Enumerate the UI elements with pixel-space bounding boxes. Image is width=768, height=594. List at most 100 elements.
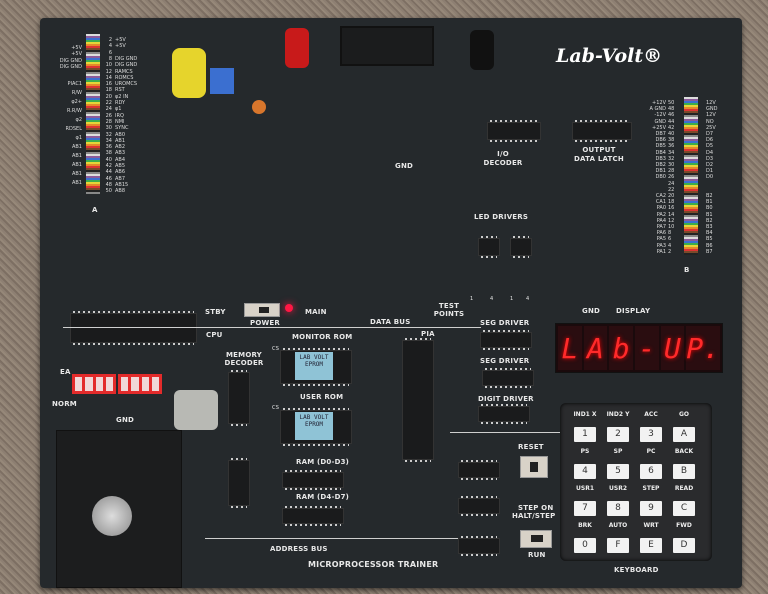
pin-number: 8	[108, 55, 112, 62]
pin-signal-left: +5V	[71, 51, 82, 58]
power-led	[285, 304, 293, 312]
key-f[interactable]: F	[607, 538, 629, 553]
address-bus-label: ADDRESS BUS	[270, 545, 328, 553]
black-ground-jack[interactable]	[470, 30, 494, 70]
pin-number: 40	[668, 131, 675, 137]
pin-signal: DB3	[655, 155, 666, 162]
pin-signal: PA6	[656, 230, 666, 237]
power-switch[interactable]	[244, 303, 280, 317]
key-function-label: USR2	[609, 485, 627, 492]
key-5[interactable]: 5	[607, 464, 629, 479]
stby-label: STBY	[205, 308, 226, 316]
pin-signal: DB4	[655, 149, 666, 156]
pin-number: 22	[668, 186, 675, 193]
key-8[interactable]: 8	[607, 501, 629, 516]
pin-number: 50	[668, 100, 675, 106]
pin-number: 32	[105, 131, 112, 138]
cpu-label: CPU	[206, 331, 223, 339]
key-e[interactable]: E	[640, 538, 662, 553]
pin-signal: CA1	[655, 199, 666, 206]
gnd-display-label: GND	[582, 307, 601, 315]
user-rom-label: USER ROM	[300, 393, 344, 401]
pin-signal: PA3	[656, 242, 666, 249]
monitor-rom-label: MONITOR ROM	[292, 333, 353, 341]
run-label: RUN	[528, 551, 546, 559]
power-label: POWER	[250, 319, 280, 327]
keylock[interactable]	[92, 496, 132, 536]
test-point-4a: 4	[490, 296, 494, 302]
crystal-component	[174, 390, 218, 430]
pin-signal-left: DIG GND	[59, 63, 82, 70]
pin-signal: PA2	[656, 211, 666, 218]
key-2[interactable]: 2	[607, 427, 629, 442]
pin-signal-right: B3	[706, 224, 713, 230]
key-function-label: IND2 Y	[606, 411, 630, 418]
run-logic-chip	[458, 536, 500, 556]
key-function-label: STEP	[642, 485, 660, 492]
pin-signal: AB2	[115, 144, 126, 151]
key-function-label: PS	[580, 448, 590, 455]
pin-signal-right: D1	[706, 168, 714, 175]
display-digit: L	[558, 326, 582, 370]
key-3[interactable]: 3	[640, 427, 662, 442]
dip-switch-1[interactable]	[72, 374, 116, 394]
dip-switch-2[interactable]	[118, 374, 162, 394]
trace-line	[450, 432, 560, 433]
pin-number: 38	[105, 150, 112, 157]
pin-signal-right: B1	[706, 211, 713, 218]
address-bus-line	[205, 538, 485, 539]
key-4[interactable]: 4	[574, 464, 596, 479]
key-6[interactable]: 6	[640, 464, 662, 479]
amp-connector[interactable]	[340, 26, 434, 66]
reset-switch[interactable]	[520, 456, 548, 478]
pin-signal: PA4	[656, 217, 666, 224]
key-b[interactable]: B	[673, 464, 695, 479]
key-9[interactable]: 9	[640, 501, 662, 516]
pin-number: 28	[668, 168, 675, 175]
key-a[interactable]: A	[673, 427, 695, 442]
pin-signal-left: AB1	[71, 144, 82, 150]
test-points-label: TEST POINTS	[433, 302, 465, 318]
pin-signal: A GND	[649, 106, 666, 113]
pin-signal: PA0	[656, 205, 666, 212]
key-7[interactable]: 7	[574, 501, 596, 516]
ram-high-label: RAM (D4-D7)	[296, 493, 350, 501]
cpu-chip	[70, 311, 197, 345]
pin-signal: UROMCS	[115, 81, 138, 88]
voltage-regulator	[210, 68, 234, 94]
ram-low-chip	[282, 470, 344, 490]
pin-signal: PA1	[656, 248, 666, 255]
halt-step-run-switch[interactable]	[520, 530, 552, 548]
pin-signal-right: B4	[706, 230, 713, 237]
step-logic-chip	[458, 496, 500, 516]
connector-b-ribbon[interactable]	[684, 97, 698, 255]
key-0[interactable]: 0	[574, 538, 596, 553]
user-rom-label-sticker: LAB VOLT EPROM	[295, 412, 333, 440]
pin-number: 2	[108, 37, 112, 43]
pin-signal: +5V	[115, 37, 126, 43]
lab-volt-logo: Lab-Volt®	[556, 45, 663, 67]
step-on-label: STEP ON	[518, 504, 554, 512]
pin-signal-left: RDSEL	[65, 126, 82, 132]
display-label: DISPLAY	[616, 307, 651, 315]
pin-signal-right: D4	[706, 149, 714, 156]
pin-signal-right: B7	[706, 248, 713, 255]
pin-signal: AB7	[115, 175, 126, 182]
cpu-outline	[63, 327, 481, 328]
pin-signal: GND	[654, 118, 666, 125]
key-d[interactable]: D	[673, 538, 695, 553]
halt-step-label: HALT/STEP	[512, 512, 556, 520]
pin-number: 4	[108, 43, 112, 50]
pin-signal-left: AB1	[71, 180, 82, 186]
connector-a-ribbon[interactable]	[86, 34, 100, 194]
pin-signal: PA5	[656, 236, 666, 243]
key-1[interactable]: 1	[574, 427, 596, 442]
red-power-jack[interactable]	[285, 28, 309, 68]
pin-signal: SYNC	[115, 125, 129, 132]
display-digit: -	[634, 326, 659, 370]
main-label: MAIN	[305, 308, 327, 316]
key-c[interactable]: C	[673, 501, 695, 516]
monitor-rom-label-sticker: LAB VOLT EPROM	[295, 352, 333, 380]
pin-number: 26	[668, 174, 675, 181]
